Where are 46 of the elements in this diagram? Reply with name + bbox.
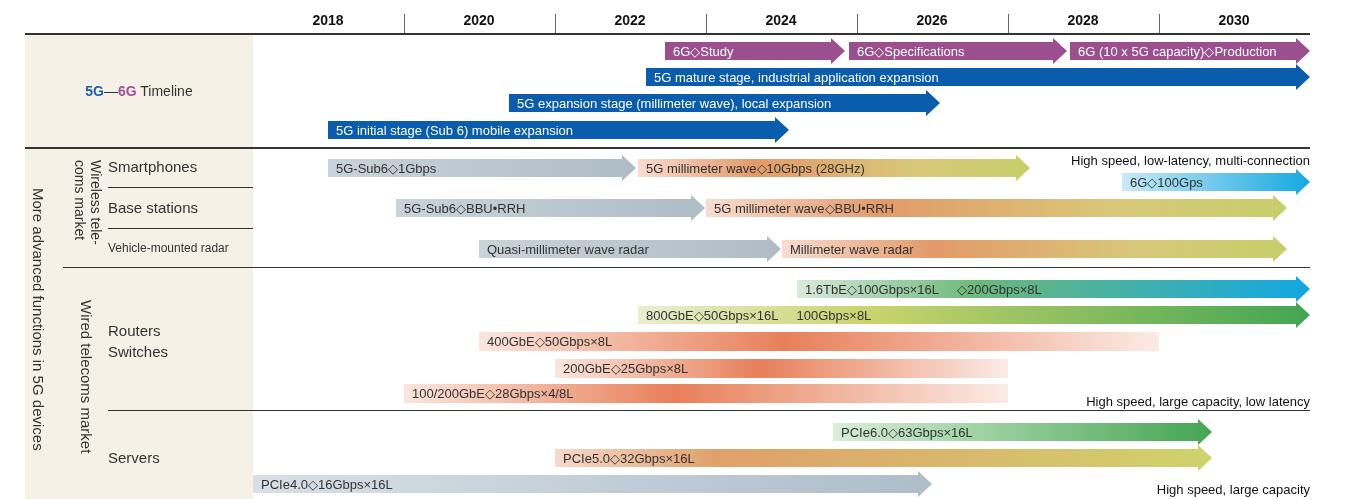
- bar-label: 5G millimeter wave◇10Gbps (28GHz): [646, 160, 865, 176]
- bar-label: 5G-Sub6◇1Gbps: [336, 160, 437, 176]
- bar-label: PCIe6.0◇63Gbps×16L: [841, 424, 973, 440]
- category-label: More advanced functions in 5G devices: [30, 188, 47, 451]
- timeline-bar: [555, 358, 1008, 378]
- row-label: Vehicle-mounted radar: [108, 241, 229, 255]
- section-title: 5G—6G Timeline: [84, 83, 194, 99]
- bar-label: 5G-Sub6◇BBU•RRH: [404, 200, 526, 216]
- row-label: Smartphones: [108, 158, 198, 175]
- category-label: Wired telecoms market: [78, 300, 95, 454]
- category-label: Wireless tele-coms market: [72, 160, 104, 247]
- bar-label: 1.6TbE◇100Gbps×16L: [805, 281, 939, 297]
- bar-label: ◇200Gbps×8L: [956, 281, 1042, 297]
- bar-label: 5G expansion stage (millimeter wave), local expansion: [517, 95, 832, 111]
- year-label: 2020: [462, 12, 496, 28]
- row-label: Routers Switches: [108, 321, 170, 362]
- year-label: 2024: [764, 12, 798, 28]
- bar-label: 800GbE◇50Gbps×16L: [646, 307, 779, 323]
- note-text: High speed, large capacity: [1155, 482, 1310, 497]
- bar-label: 5G initial stage (Sub 6) mobile expansion: [336, 122, 574, 138]
- bar-label: PCIe5.0◇32Gbps×16L: [563, 450, 695, 466]
- bar-label: Millimeter wave radar: [790, 241, 914, 257]
- row-label: Servers: [108, 449, 160, 466]
- bar-label: 100/200GbE◇28Gbps×4/8L: [412, 385, 574, 401]
- timeline-bar: [479, 331, 1159, 351]
- bar-label: PCIe4.0◇16Gbps×16L: [261, 476, 393, 492]
- year-label: 2018: [311, 12, 345, 28]
- bar-label: Quasi-millimeter wave radar: [487, 241, 649, 257]
- bar-label: 400GbE◇50Gbps×8L: [487, 333, 613, 349]
- year-label: 2028: [1066, 12, 1100, 28]
- year-label: 2026: [915, 12, 949, 28]
- year-label: 2030: [1217, 12, 1251, 28]
- timeline-bar-pointed: [849, 38, 1067, 64]
- row-label: Base stations: [108, 199, 199, 216]
- bar-label: 5G mature stage, industrial application expansion: [654, 69, 939, 85]
- bar-label: 6G◇Specifications: [857, 43, 965, 59]
- note-text: High speed, large capacity, low latency: [1085, 394, 1310, 409]
- bar-label: 6G◇100Gps: [1130, 174, 1203, 190]
- year-label: 2022: [613, 12, 647, 28]
- bar-label: 6G◇Study: [673, 43, 734, 59]
- bar-label: 5G millimeter wave◇BBU•RRH: [714, 200, 894, 216]
- bar-label: 200GbE◇25Gbps×8L: [563, 360, 689, 376]
- note-text: High speed, low-latency, multi-connection: [1070, 153, 1310, 168]
- timeline-bar: [404, 383, 1008, 403]
- bar-label: 100Gbps×8L: [796, 307, 872, 323]
- bar-label: 6G (10 x 5G capacity)◇Production: [1078, 43, 1277, 59]
